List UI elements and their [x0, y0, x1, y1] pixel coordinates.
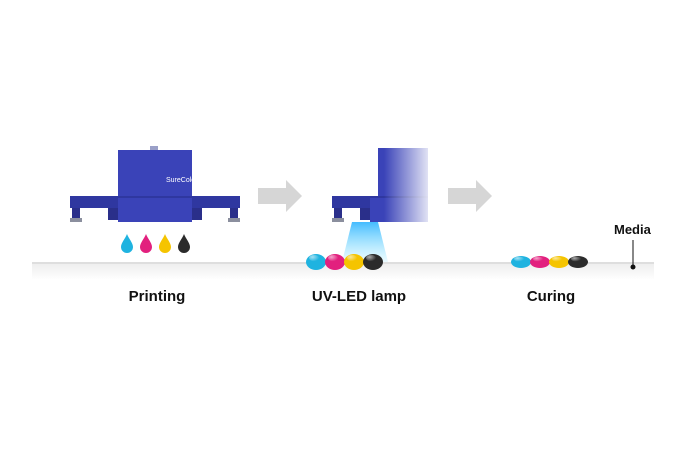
ink-dot-cured-magenta-highlight	[533, 256, 543, 262]
media-surface	[32, 262, 654, 280]
ink-dot-uv-black-highlight	[366, 254, 376, 262]
media-pointer-dot	[630, 264, 636, 270]
ink-dot-cured-cyan-highlight	[514, 256, 524, 262]
ink-dot-cured-yellow-highlight	[552, 256, 562, 262]
arrow-1	[258, 180, 302, 212]
media-label: Media	[614, 222, 651, 237]
printer-printing: SureColor V7000	[70, 146, 240, 222]
ink-dots-uv	[306, 254, 383, 270]
ink-dots-cured	[511, 256, 588, 268]
arrow-2	[448, 180, 492, 212]
printer-brand-text: SureColor V7000	[166, 177, 220, 184]
ink-dot-uv-yellow-highlight	[347, 254, 357, 262]
ink-dot-cured-black-highlight	[571, 256, 581, 262]
stage-label-uv-led-lamp: UV-LED lamp	[311, 288, 407, 305]
printer-fade	[384, 140, 436, 230]
stage-label-printing: Printing	[128, 288, 186, 305]
ink-dot-uv-magenta-highlight	[328, 254, 338, 262]
printer-uv-stage	[332, 140, 436, 230]
uv-light-beam	[342, 222, 388, 262]
ink-dot-uv-cyan-highlight	[309, 254, 319, 262]
stage-label-curing: Curing	[526, 288, 576, 305]
ink-drops	[121, 234, 190, 253]
ink-drop-yellow	[159, 234, 171, 253]
ink-drop-cyan	[121, 234, 133, 253]
ink-drop-black	[178, 234, 190, 253]
ink-drop-magenta	[140, 234, 152, 253]
